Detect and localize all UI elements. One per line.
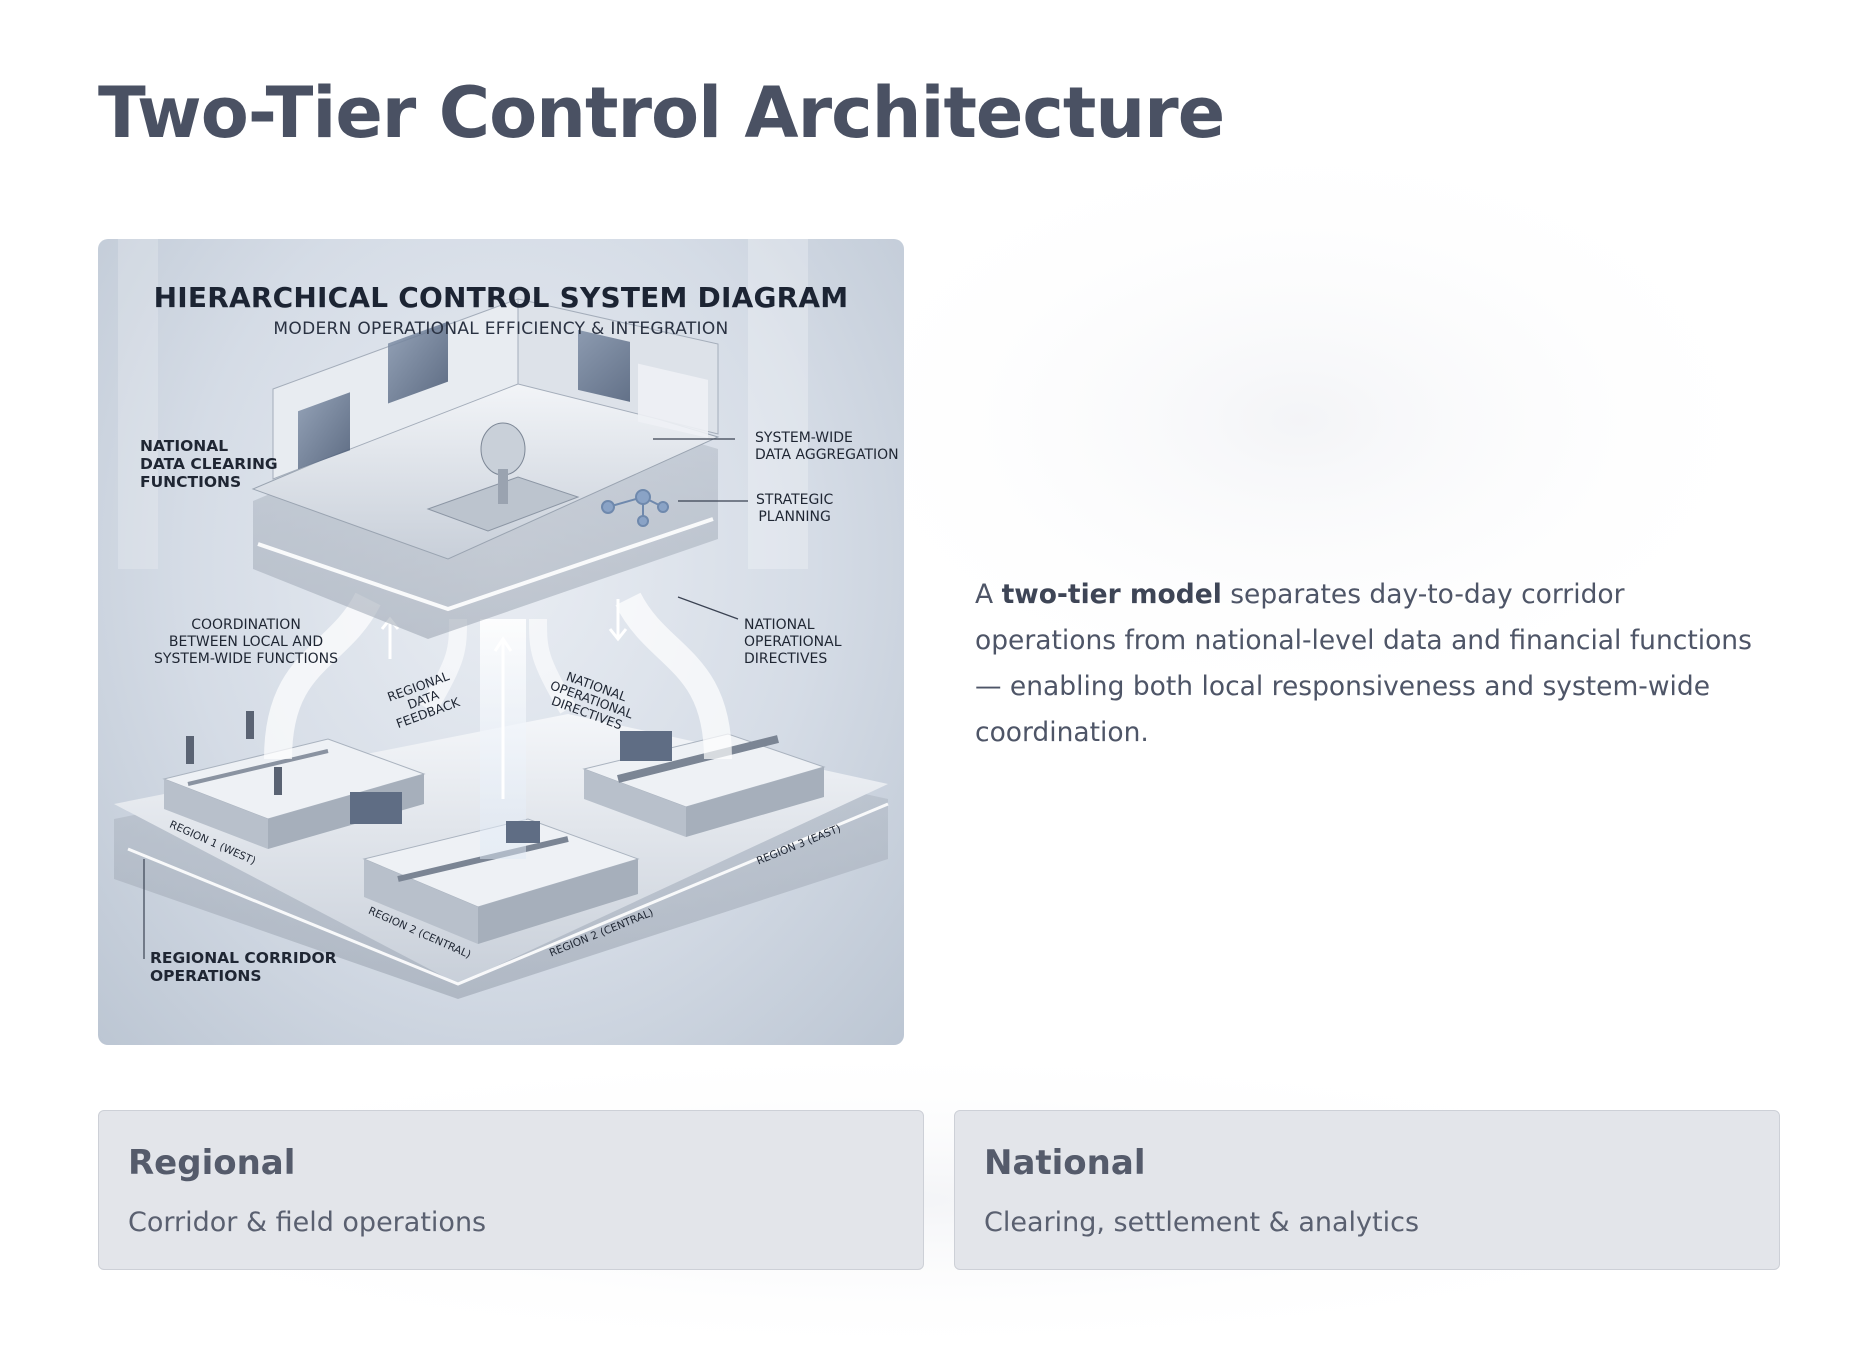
- label-national-directives-right: NATIONAL OPERATIONAL DIRECTIVES: [744, 617, 842, 668]
- label-strategic-planning: STRATEGIC PLANNING: [756, 492, 833, 526]
- label-national-clearing: NATIONAL DATA CLEARING FUNCTIONS: [140, 437, 278, 491]
- label-system-wide-aggregation: SYSTEM-WIDE DATA AGGREGATION: [755, 430, 899, 464]
- description-prefix: A: [975, 579, 1002, 610]
- card-national: National Clearing, settlement & analytic…: [954, 1110, 1780, 1270]
- card-regional: Regional Corridor & field operations: [98, 1110, 924, 1270]
- card-subtitle: Clearing, settlement & analytics: [984, 1207, 1419, 1238]
- diagram-title: HIERARCHICAL CONTROL SYSTEM DIAGRAM: [98, 281, 904, 314]
- label-regional-corridor: REGIONAL CORRIDOR OPERATIONS: [150, 949, 337, 985]
- description-emphasis: two-tier model: [1002, 579, 1222, 610]
- satellite-dish-icon: [481, 423, 525, 475]
- diagram-subtitle: MODERN OPERATIONAL EFFICIENCY & INTEGRAT…: [98, 319, 904, 339]
- label-coordination: COORDINATION BETWEEN LOCAL AND SYSTEM-WI…: [126, 617, 366, 668]
- hierarchical-control-diagram: HIERARCHICAL CONTROL SYSTEM DIAGRAM MODE…: [98, 239, 904, 1045]
- card-subtitle: Corridor & field operations: [128, 1207, 486, 1238]
- page-title: Two-Tier Control Architecture: [98, 72, 1224, 154]
- card-title: Regional: [128, 1143, 295, 1183]
- description-text: A two-tier model separates day-to-day co…: [975, 572, 1765, 756]
- card-title: National: [984, 1143, 1145, 1183]
